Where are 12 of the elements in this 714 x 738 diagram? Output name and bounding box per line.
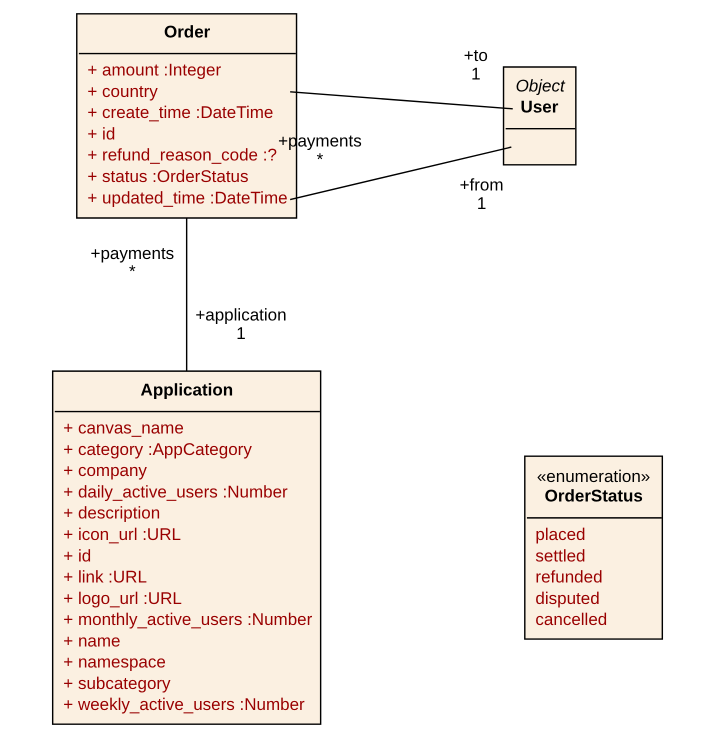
label: * bbox=[316, 150, 323, 169]
connector bbox=[290, 146, 511, 200]
label: * bbox=[128, 262, 136, 282]
label: +from bbox=[459, 176, 504, 195]
label: 1 bbox=[236, 324, 246, 344]
connector bbox=[185, 218, 187, 372]
label: +payments bbox=[90, 244, 174, 263]
connector bbox=[290, 91, 512, 110]
label: +to bbox=[463, 46, 488, 65]
label: 1 bbox=[476, 194, 486, 213]
label: +application bbox=[194, 306, 286, 325]
label: 1 bbox=[470, 64, 480, 84]
